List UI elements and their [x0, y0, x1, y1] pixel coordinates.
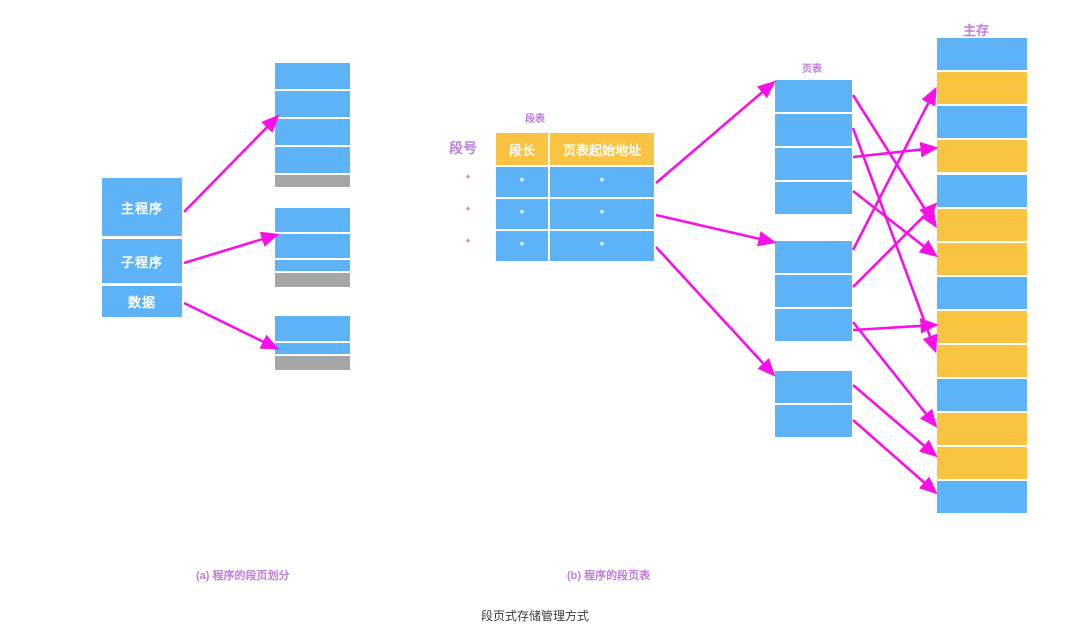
segment-number-header: 段号 [449, 140, 477, 156]
memory-frame [937, 140, 1027, 172]
page-table-entry [775, 148, 852, 180]
segment-row-seglen: * [496, 199, 548, 229]
page-slice [275, 234, 350, 258]
segment-table-col-seglen: 段长 [496, 133, 548, 165]
memory-frame [937, 345, 1027, 377]
segment-row-pageaddr: * [550, 199, 654, 229]
memory-frame [937, 106, 1027, 138]
page-slice [275, 208, 350, 232]
segment-table-col-label: 页表起始地址 [562, 142, 641, 158]
program-block-label: 主程序 [120, 200, 163, 216]
segment-row-number: * [465, 237, 471, 249]
arrow-seg0-to-pagetable1 [655, 80, 776, 184]
segment-row-number: * [465, 173, 471, 185]
arrow-pt1e3-to-memframe [852, 141, 939, 159]
page-slice [275, 147, 350, 173]
arrow-pt3e2-to-memframe [852, 419, 938, 495]
segment-row-pageaddr: * [550, 231, 654, 261]
arrow-subroutine-to-pages [183, 231, 280, 265]
cell-value: * [599, 240, 605, 252]
page-table-title: 页表 [802, 64, 822, 75]
arrow-pt2e3-to-memframe [851, 321, 938, 428]
memory-frame [937, 481, 1027, 513]
page-slice [275, 63, 350, 89]
page-slice-remainder [275, 356, 350, 370]
page-slice [275, 260, 350, 271]
memory-frame [937, 209, 1027, 241]
page-table-entry [775, 275, 852, 307]
arrow-pt1e2-to-memframe [851, 127, 938, 354]
program-block-subroutine: 子程序 [102, 239, 182, 283]
page-table-entry [775, 405, 852, 437]
arrow-seg2-to-pagetable3 [655, 246, 776, 377]
caption-panel-a: (a) 程序的段页划分 [196, 570, 290, 582]
memory-frame [937, 413, 1027, 445]
cell-value: * [519, 208, 525, 220]
page-table-entry [775, 182, 852, 214]
page-slice [275, 119, 350, 145]
arrow-pt2-cross-to-memframe-top [852, 318, 939, 334]
segment-row-number: * [465, 205, 471, 217]
page-slice-remainder [275, 175, 350, 187]
arrow-pt1e1-to-memframe [851, 94, 937, 229]
arrow-pt1e4-to-memframe [852, 189, 938, 258]
program-block-data: 数据 [102, 286, 182, 317]
page-table-entry [775, 80, 852, 112]
arrow-pt3e1-to-memframe [852, 384, 938, 458]
arrow-data-to-pages [183, 301, 280, 350]
segment-row-pageaddr: * [550, 167, 654, 197]
memory-frame [937, 38, 1027, 70]
segment-table-col-pageaddr: 页表起始地址 [550, 133, 654, 165]
memory-frame [937, 277, 1027, 309]
caption-panel-b: (b) 程序的段页表 [567, 570, 651, 582]
arrow-pt2e1-to-memframe [851, 86, 937, 251]
memory-frame [937, 72, 1027, 104]
page-table-entry [775, 241, 852, 273]
memory-frame [937, 243, 1027, 275]
page-slice [275, 91, 350, 117]
memory-frame [937, 175, 1027, 207]
cell-value: * [519, 240, 525, 252]
page-slice [275, 316, 350, 341]
program-block-label: 子程序 [120, 254, 163, 270]
main-memory-title: 主存 [963, 23, 990, 38]
arrow-main-to-pages [183, 114, 280, 213]
page-table-entry [775, 114, 852, 146]
cell-value: * [599, 208, 605, 220]
page-table-entry [775, 309, 852, 341]
cell-value: * [519, 176, 525, 188]
page-table-entry [775, 371, 852, 403]
arrow-seg1-to-pagetable2 [655, 213, 777, 247]
figure-title: 段页式存储管理方式 [481, 609, 590, 623]
cell-value: * [599, 176, 605, 188]
page-slice-remainder [275, 273, 350, 287]
page-slice [275, 343, 350, 354]
memory-frame [937, 379, 1027, 411]
memory-frame [937, 311, 1027, 343]
memory-frame [937, 447, 1027, 479]
program-block-label: 数据 [127, 295, 156, 310]
program-block-main: 主程序 [102, 178, 182, 236]
segment-row-seglen: * [496, 167, 548, 197]
segment-row-seglen: * [496, 231, 548, 261]
segment-table-col-label: 段长 [508, 142, 535, 158]
segment-table-title: 段表 [525, 114, 545, 125]
arrow-pt2e2-to-memframe [852, 202, 938, 288]
